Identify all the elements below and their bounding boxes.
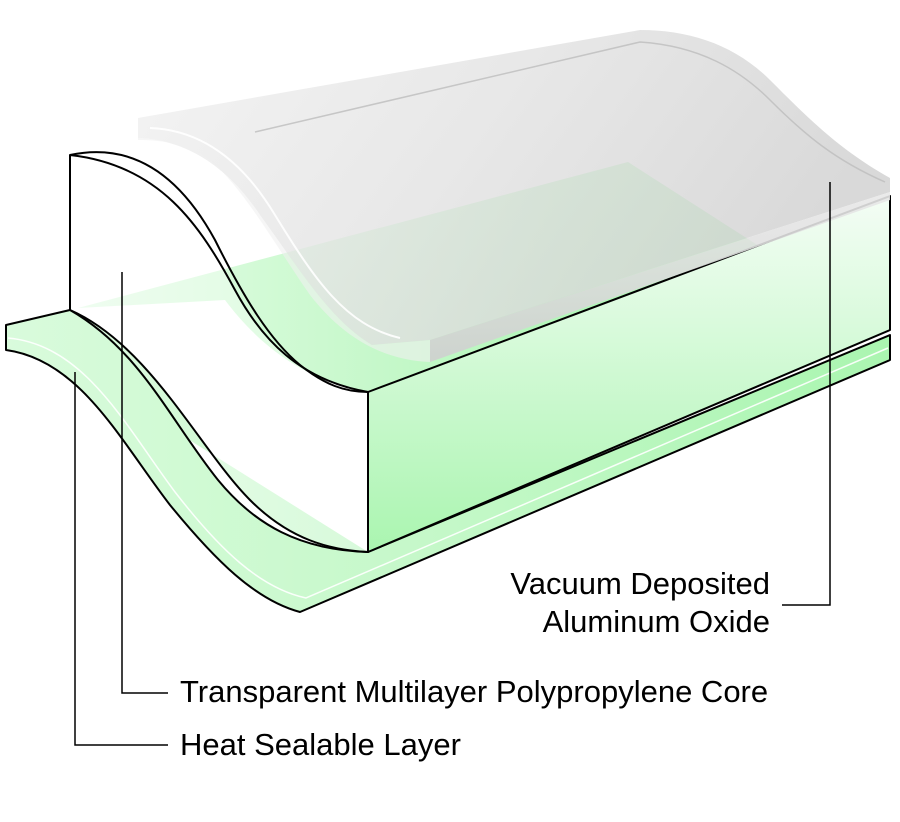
heat-sealable-layer (5, 309, 891, 613)
aluminum-oxide-film (138, 30, 890, 362)
label-core-line-1: Transparent Multilayer Polypropylene Cor… (180, 674, 769, 709)
film-highlight (149, 127, 401, 339)
transparent-core-block (69, 151, 891, 553)
label-coating-line-1: Vacuum Deposited (510, 566, 770, 601)
label-coating-line-2: Aluminum Oxide (542, 604, 770, 639)
core-top-left-curve (69, 151, 369, 393)
label-sealant: Heat Sealable Layer (180, 726, 461, 764)
film-highlight-back (254, 41, 886, 183)
label-core: Transparent Multilayer Polypropylene Cor… (180, 673, 768, 711)
film-curved-edge (138, 138, 430, 362)
leader-line-sealant (74, 372, 168, 746)
leader-line-coating (782, 182, 831, 606)
label-coating: Vacuum Deposited Aluminum Oxide (430, 565, 770, 641)
leader-line-core (121, 272, 168, 694)
label-sealant-line-1: Heat Sealable Layer (180, 727, 461, 762)
core-side-face (69, 154, 369, 553)
sealant-edge-highlight (7, 337, 889, 599)
sealant-front-edge (5, 309, 891, 613)
film-front-edge (430, 192, 890, 362)
film-top-surface (138, 30, 890, 345)
leader-lines (74, 182, 831, 746)
